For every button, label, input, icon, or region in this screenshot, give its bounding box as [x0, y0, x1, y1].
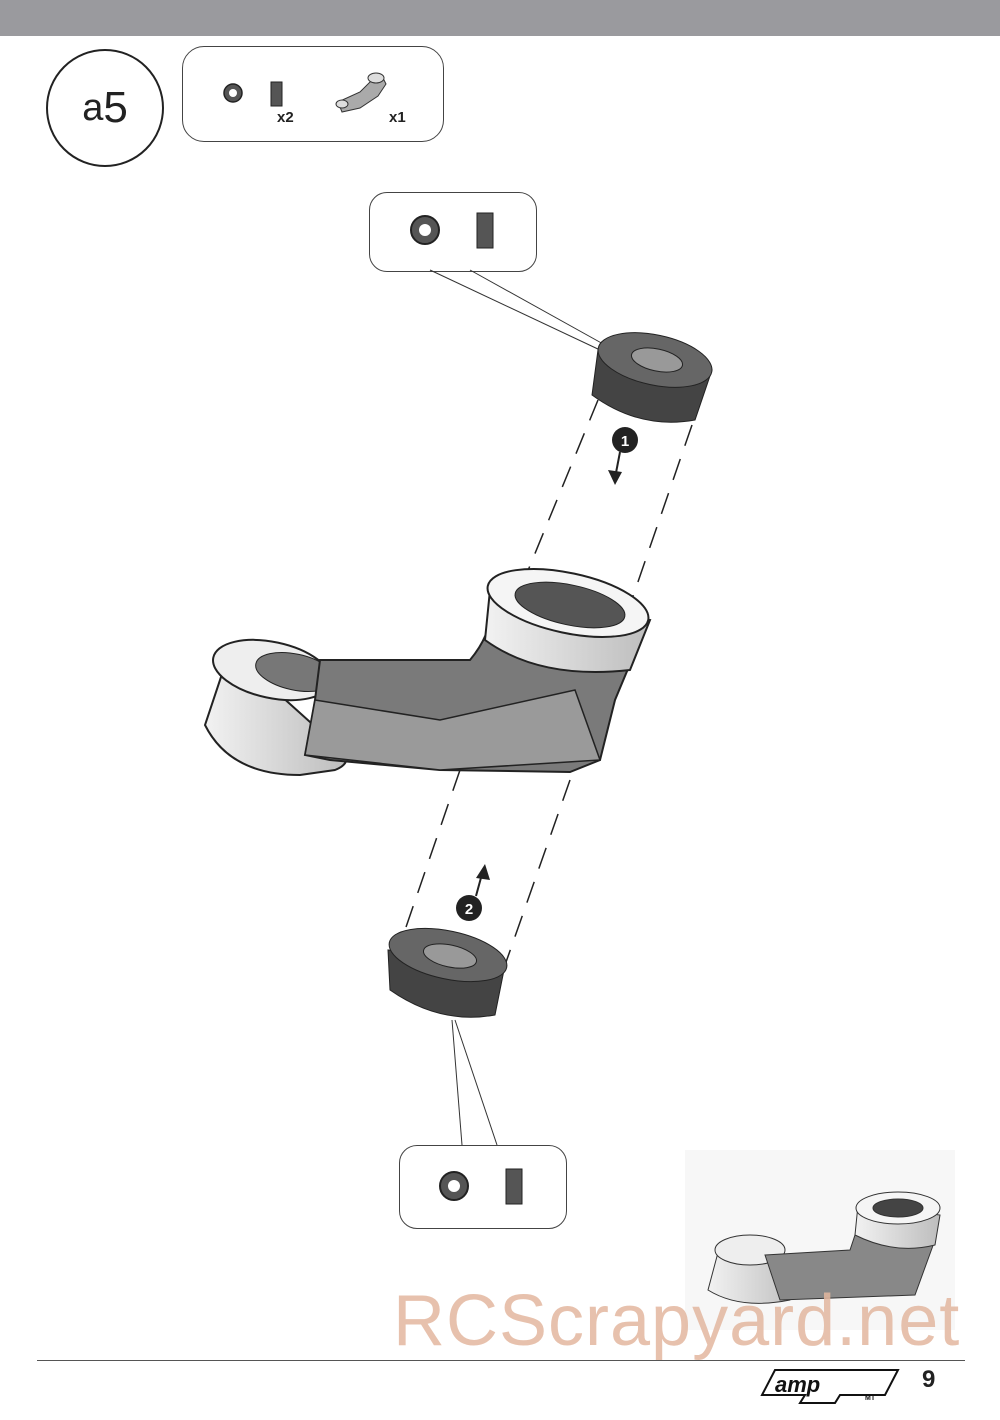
steering-arm-quantity: x1 — [389, 109, 406, 126]
step-number: 5 — [103, 83, 128, 132]
steering-arm — [203, 568, 652, 777]
svg-text:MT: MT — [865, 1395, 876, 1402]
step-prefix: a — [82, 86, 104, 129]
bearing-icon — [223, 81, 283, 107]
svg-text:amp: amp — [775, 1372, 820, 1397]
bearing-top — [591, 332, 713, 423]
watermark: RCScrapyard.net — [393, 1281, 961, 1361]
steering-arm-icon — [335, 72, 387, 113]
page-number: 9 — [922, 1366, 936, 1393]
bearing-callout-top — [369, 192, 537, 272]
callout-2: 2 — [456, 864, 490, 921]
footer-rule — [37, 1360, 965, 1361]
svg-text:1: 1 — [621, 433, 629, 450]
bearing-callout-bottom — [399, 1145, 567, 1229]
bearing-quantity: x2 — [277, 109, 294, 126]
bearing-icon — [439, 1168, 523, 1205]
header-bar — [0, 0, 1000, 36]
bearing-bottom — [387, 927, 508, 1018]
amp-mt-logo: amp MT — [760, 1369, 900, 1404]
bearing-icon — [410, 212, 494, 249]
assembled-thumbnail — [685, 1150, 955, 1330]
callout-1: 1 — [608, 427, 638, 485]
svg-text:2: 2 — [465, 901, 473, 918]
